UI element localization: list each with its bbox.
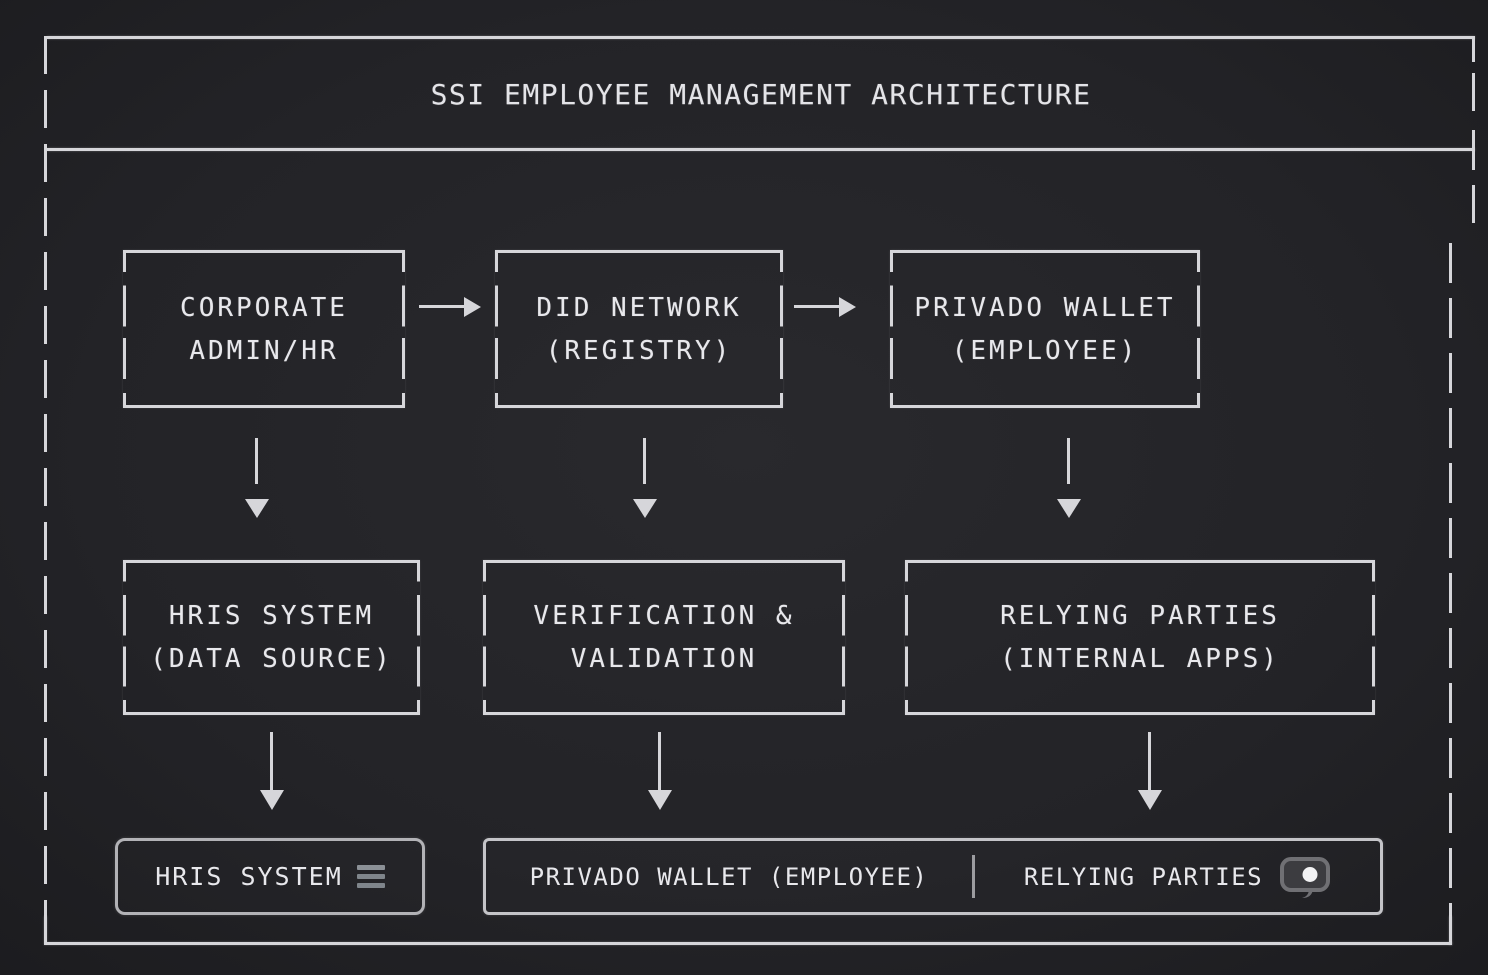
segment-divider	[972, 855, 975, 898]
node-did-network: DID NETWORK (REGISTRY)	[495, 250, 783, 408]
node-sublabel: (INTERNAL APPS)	[1000, 644, 1280, 674]
node-sublabel: (EMPLOYEE)	[951, 335, 1139, 366]
wallet-segment-label: PRIVADO WALLET (EMPLOYEE)	[529, 862, 929, 891]
arrow-did-to-wallet-icon	[794, 297, 856, 317]
node-label: VERIFICATION &	[533, 601, 795, 631]
arrow-wallet-to-relying-icon	[1057, 438, 1081, 518]
node-label: RELYING PARTIES	[1000, 601, 1280, 631]
frame-left-dashed-edge	[44, 36, 47, 916]
arrow-relying-to-bar-icon	[1138, 732, 1162, 810]
title-divider-line	[47, 148, 1475, 151]
node-label: PRIVADO WALLET	[914, 292, 1176, 323]
node-label: CORPORATE	[180, 292, 348, 323]
arrow-corporate-to-hris-icon	[245, 438, 269, 518]
frame-top-line	[47, 36, 1475, 39]
node-sublabel: VALIDATION	[570, 644, 758, 674]
node-corporate-admin-hr: CORPORATE ADMIN/HR	[123, 250, 405, 408]
relying-parties-segment[interactable]: RELYING PARTIES	[975, 841, 1380, 912]
node-relying-parties: RELYING PARTIES (INTERNAL APPS)	[905, 560, 1375, 715]
node-sublabel: (DATA SOURCE)	[150, 644, 393, 674]
node-sublabel: ADMIN/HR	[189, 335, 339, 366]
frame-right-upper-dashed-edge	[1472, 36, 1475, 223]
hamburger-icon	[356, 865, 385, 888]
hris-system-button[interactable]: HRIS SYSTEM	[115, 838, 425, 915]
page-title: SSI EMPLOYEE MANAGEMENT ARCHITECTURE	[430, 78, 1092, 111]
frame-bottom-left-corner	[44, 916, 47, 945]
frame-bottom-line	[47, 942, 1452, 945]
arrow-corporate-to-did-icon	[419, 297, 481, 317]
relying-segment-label: RELYING PARTIES	[1023, 862, 1264, 891]
arrow-verification-to-bar-icon	[648, 732, 672, 810]
arrow-did-to-verification-icon	[633, 438, 657, 518]
node-privado-wallet: PRIVADO WALLET (EMPLOYEE)	[890, 250, 1200, 408]
arrow-hris-to-button-icon	[260, 732, 284, 810]
frame-bottom-right-corner	[1449, 916, 1452, 945]
wallet-relying-bar: PRIVADO WALLET (EMPLOYEE) RELYING PARTIE…	[483, 838, 1383, 915]
frame-right-dashed-edge	[1449, 243, 1452, 916]
privado-wallet-segment[interactable]: PRIVADO WALLET (EMPLOYEE)	[486, 841, 972, 912]
node-label: HRIS SYSTEM	[168, 601, 375, 631]
hris-button-label: HRIS SYSTEM	[155, 862, 343, 891]
toggle-icon[interactable]	[1279, 856, 1331, 898]
node-hris-system: HRIS SYSTEM (DATA SOURCE)	[123, 560, 420, 715]
node-label: DID NETWORK	[536, 292, 742, 323]
node-verification-validation: VERIFICATION & VALIDATION	[483, 560, 845, 715]
node-sublabel: (REGISTRY)	[545, 335, 733, 366]
